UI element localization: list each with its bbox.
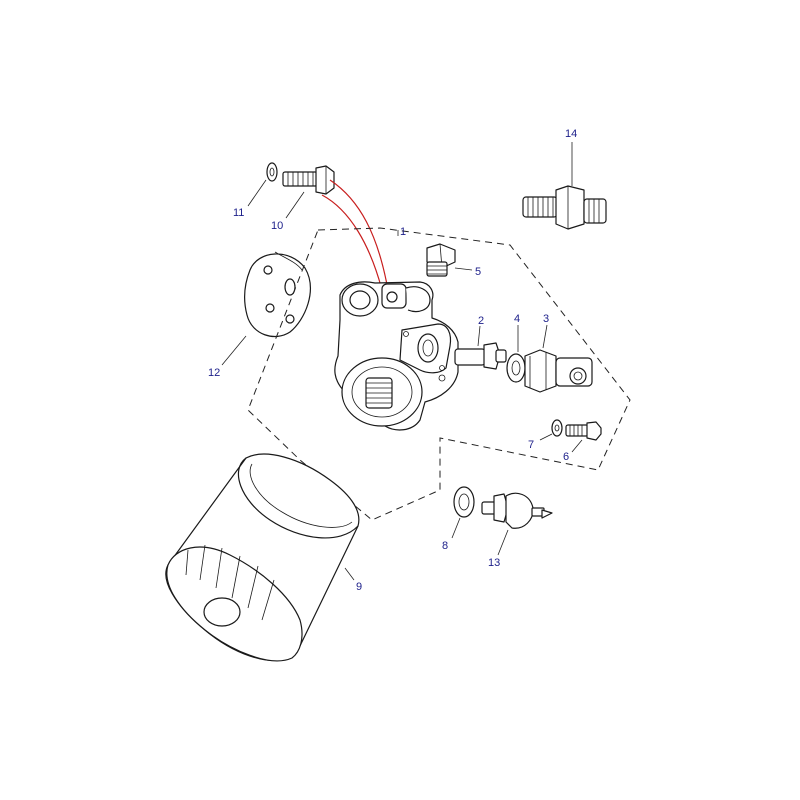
part-2-valve-stem: 2 [454,315,507,370]
callout-12: 12 [208,367,220,379]
callout-4: 4 [514,313,520,325]
part-14-adaptor: 14 [522,128,607,230]
part-4-sealing-ring: 4 [506,313,526,383]
callout-6: 6 [563,451,569,463]
bolt-installation-path [321,179,389,291]
part-13-pressure-switch: 13 [481,492,553,569]
part-8-sealing-washer: 8 [442,486,475,552]
part-5-plug: 5 [426,243,481,278]
part-6-screw: 6 [563,421,602,463]
callout-13: 13 [488,557,500,569]
callout-8: 8 [442,540,448,552]
part-11-washer: 11 [233,162,278,219]
callout-14: 14 [565,128,577,140]
callout-9: 9 [356,581,362,593]
callout-1: 1 [400,226,406,238]
part-10-bolt: 10 [271,165,335,232]
callout-7: 7 [528,439,534,451]
part-9-oil-filter: 9 [165,453,362,662]
callout-2: 2 [478,315,484,327]
callout-3: 3 [543,313,549,325]
callout-10: 10 [271,220,283,232]
part-7-washer: 7 [528,419,563,451]
filter-head-housing [334,281,459,431]
part-12-gasket: 12 [208,251,311,379]
part-3-adaptor-body: 3 [524,313,593,393]
callout-5: 5 [475,266,481,278]
callout-11: 11 [233,207,244,219]
assembly-1-boundary: 1 [247,226,631,521]
